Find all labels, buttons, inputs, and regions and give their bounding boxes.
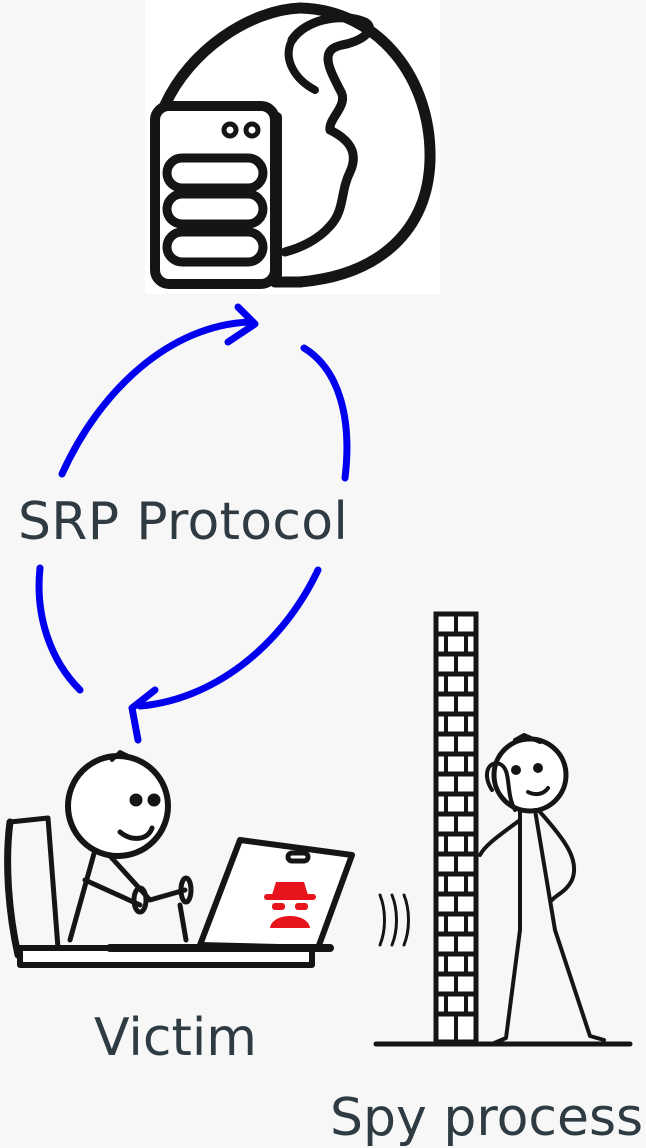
- sound-waves-icon: [378, 893, 410, 947]
- person-listening-behind-wall-icon: [478, 733, 606, 1046]
- right-arc-upper: [300, 344, 351, 482]
- protocol-label: SRP Protocol: [18, 492, 349, 552]
- right-arc-lower: [136, 566, 322, 710]
- victim-label: Victim: [94, 1008, 257, 1068]
- arrowhead-down-icon: [128, 686, 159, 744]
- arrowhead-up-icon: [224, 303, 259, 346]
- person-at-laptop-icon: [4, 750, 355, 968]
- server-globe-icon: [145, 0, 440, 294]
- left-arc-lower: [35, 564, 84, 694]
- spy-malware-icon: [264, 882, 316, 928]
- spy-process-label: Spy process: [330, 1088, 644, 1148]
- protocol-arrows: [35, 303, 351, 744]
- brick-wall-icon: [433, 611, 479, 1045]
- left-arc-upper: [58, 318, 254, 478]
